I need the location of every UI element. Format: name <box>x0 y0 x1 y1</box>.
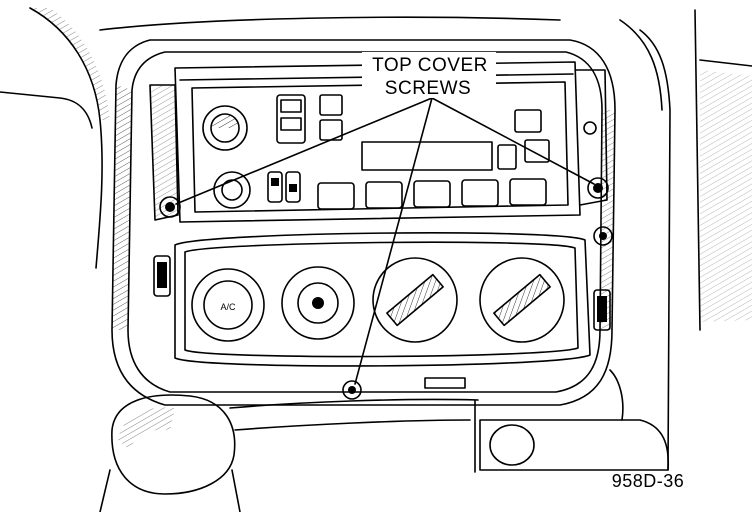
shifter-knob <box>99 394 241 512</box>
callout-line-1: TOP COVER <box>372 55 488 76</box>
screw-upper-left <box>159 196 181 218</box>
figure-id: 958D-36 <box>612 471 685 491</box>
screw-upper-right <box>587 177 609 199</box>
bezel-frame <box>111 39 616 406</box>
callout-label: TOP COVER SCREWS <box>362 52 496 99</box>
screw-mid-right <box>593 226 613 246</box>
screw-lower-center <box>342 380 362 400</box>
climate-control-panel: A/C <box>153 232 611 389</box>
svg-text:A/C: A/C <box>220 302 236 312</box>
callout-leader-lines <box>175 97 595 385</box>
callout-line-2: SCREWS <box>385 78 471 99</box>
dashboard-surround <box>0 7 752 473</box>
